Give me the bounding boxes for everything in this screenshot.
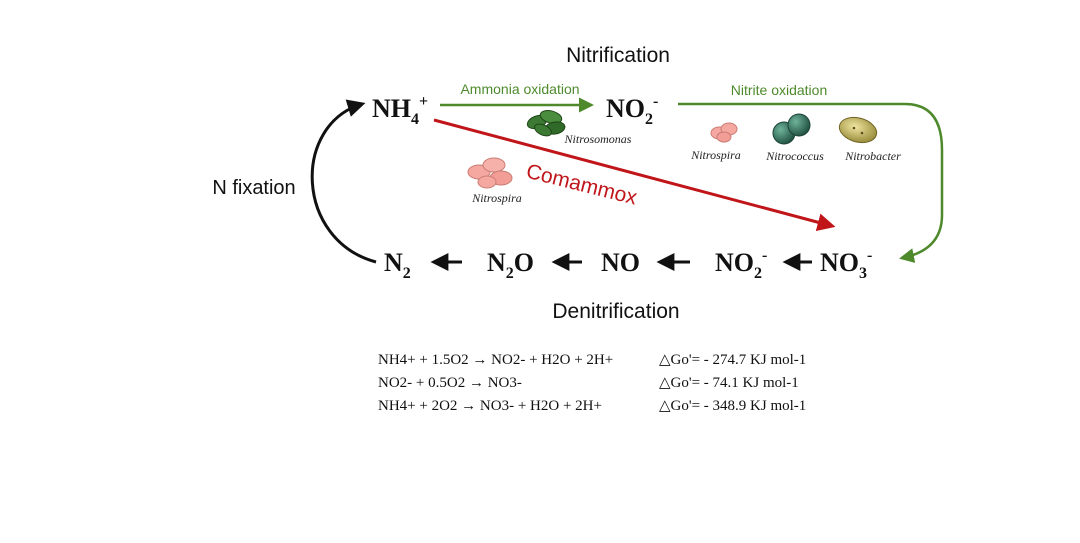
nh4-ion: NH4+ [372, 93, 428, 128]
nitrosomonas-label: Nitrosomonas [564, 132, 632, 146]
nitrobacter-label: Nitrobacter [844, 149, 901, 163]
nitrococcus-icon [772, 113, 811, 145]
denitrification-heading: Denitrification [552, 300, 679, 323]
n-fixation-label: N fixation [212, 177, 295, 199]
equation-3: NH4+ + 2O2 → NO3- + H2O + 2H+ [378, 398, 602, 414]
comammox-label: Comammox [524, 160, 640, 210]
ammonia-oxidation-label: Ammonia oxidation [460, 81, 579, 97]
nitrospira-icon [710, 122, 738, 143]
comammox-nitrospira-icon [467, 157, 513, 189]
nitrospira-label-comammox: Nitrospira [471, 191, 522, 205]
comammox-arrow [433, 118, 836, 231]
equation-2: NO2- + 0.5O2 → NO3- [378, 375, 522, 391]
n2o-molecule: N2O [487, 248, 534, 282]
nitrite-oxidation-label: Nitrite oxidation [731, 82, 828, 98]
no-molecule: NO [601, 248, 640, 277]
no2-ion-top: NO2- [606, 93, 658, 128]
nitrospira-label-top: Nitrospira [690, 148, 741, 162]
no2-ion-bottom: NO2- [715, 247, 767, 282]
delta-g-2: △Go'= - 74.1 KJ mol-1 [659, 375, 799, 391]
equation-1: NH4+ + 1.5O2 → NO2- + H2O + 2H+ [378, 352, 613, 368]
nitrification-heading: Nitrification [566, 44, 670, 67]
nitrococcus-label: Nitrococcus [765, 149, 824, 163]
no3-ion: NO3- [820, 247, 872, 282]
nitrite-oxidation-arrow [678, 102, 944, 263]
delta-g-3: △Go'= - 348.9 KJ mol-1 [659, 398, 806, 414]
reaction-equations: NH4+ + 1.5O2 → NO2- + H2O + 2H+ △Go'= - … [378, 352, 806, 414]
n-fixation-arrow [310, 99, 377, 264]
delta-g-1: △Go'= - 274.7 KJ mol-1 [659, 352, 806, 368]
nitrosomonas-icon [526, 110, 566, 137]
n2-molecule: N2 [384, 248, 411, 282]
nitrobacter-icon [838, 116, 878, 144]
